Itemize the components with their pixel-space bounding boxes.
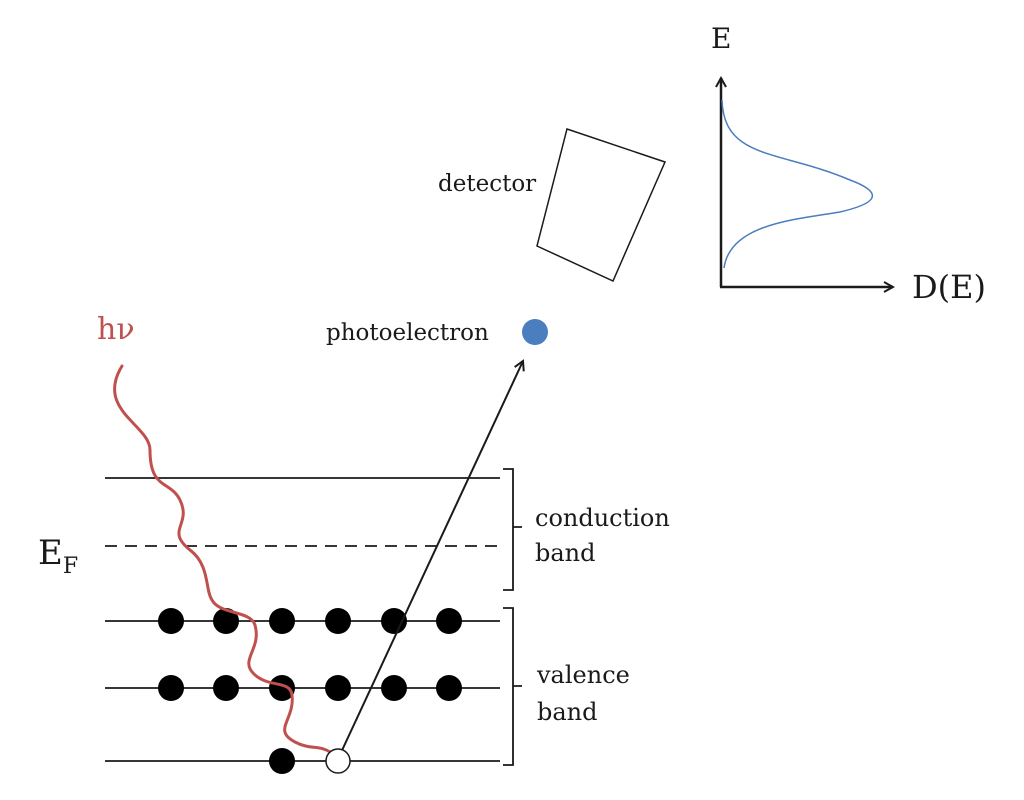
fermi-level-main: E: [38, 533, 63, 573]
conduction-band-label-line2: band: [535, 539, 596, 567]
photon-label: hν: [97, 312, 135, 347]
dos-curve: [721, 99, 874, 269]
electron: [269, 675, 295, 701]
electron: [158, 675, 184, 701]
photon-wave: [113, 364, 332, 754]
valence-band-label-line1: valence: [536, 661, 630, 689]
energy-axis-label: E: [711, 22, 731, 55]
electron: [381, 675, 407, 701]
emission-arrow: [337, 361, 523, 760]
electron: [436, 675, 462, 701]
electron: [158, 608, 184, 634]
detector-box: [536, 128, 667, 283]
hole: [325, 748, 351, 774]
fermi-level-label: EF: [38, 533, 78, 579]
conduction-band-brace: [503, 468, 522, 591]
conduction-band-label-line1: conduction: [535, 504, 670, 532]
electrons: [158, 608, 462, 774]
photoelectron-label: photoelectron: [326, 320, 489, 346]
electron: [436, 608, 462, 634]
valence-band-label-line2: band: [537, 698, 598, 726]
electron: [325, 608, 351, 634]
dos-axis-label: D(E): [912, 268, 986, 306]
fermi-level-subscript: F: [63, 554, 78, 579]
electron: [325, 675, 351, 701]
photoelectron-dot: [522, 319, 548, 345]
electron: [213, 608, 239, 634]
electron: [269, 608, 295, 634]
valence-band-brace: [503, 607, 522, 766]
detector-label: detector: [438, 171, 536, 197]
electron: [381, 608, 407, 634]
electron: [269, 748, 295, 774]
electron: [213, 675, 239, 701]
